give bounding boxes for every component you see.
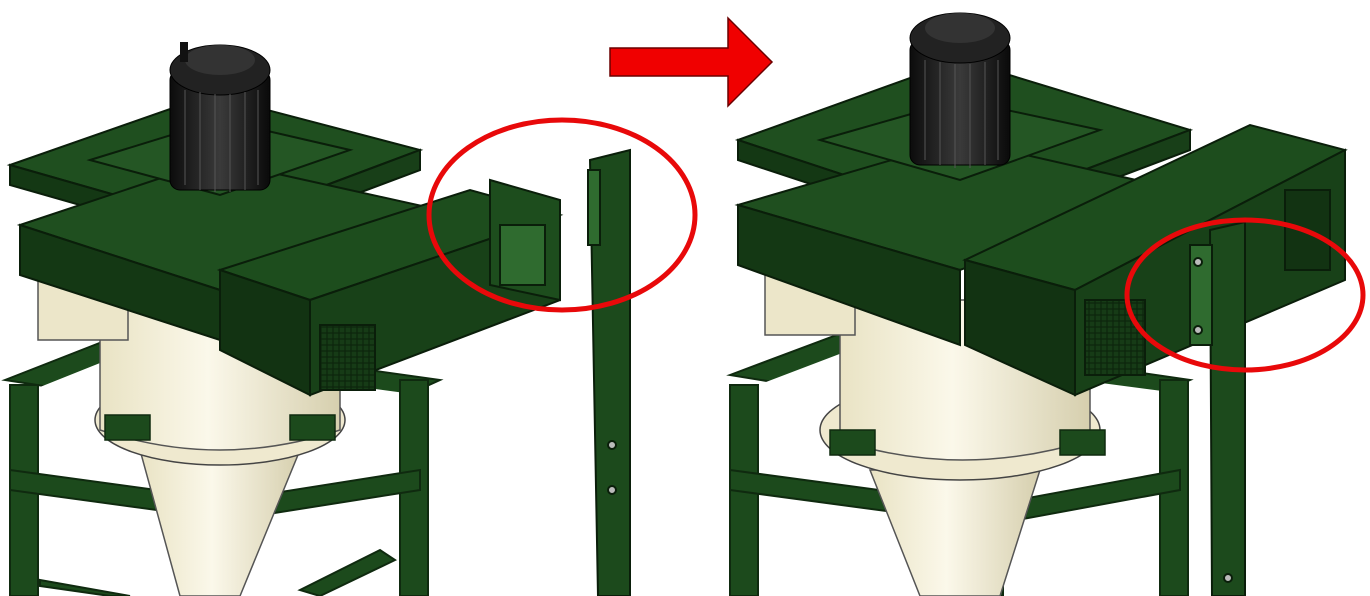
support-post-mounted [1189,220,1246,596]
right-arrow-icon [609,16,774,108]
cyclone-cone [868,469,1042,596]
support-post-loose [587,148,631,596]
left-panel [1,42,698,596]
cyclone-cone [139,449,302,596]
outlet-duct [216,178,564,397]
right-panel [726,12,1366,596]
callout-ellipse-left [426,117,698,313]
callout-ellipse-right [1124,217,1366,373]
motor [169,42,271,192]
motor [909,12,1011,168]
